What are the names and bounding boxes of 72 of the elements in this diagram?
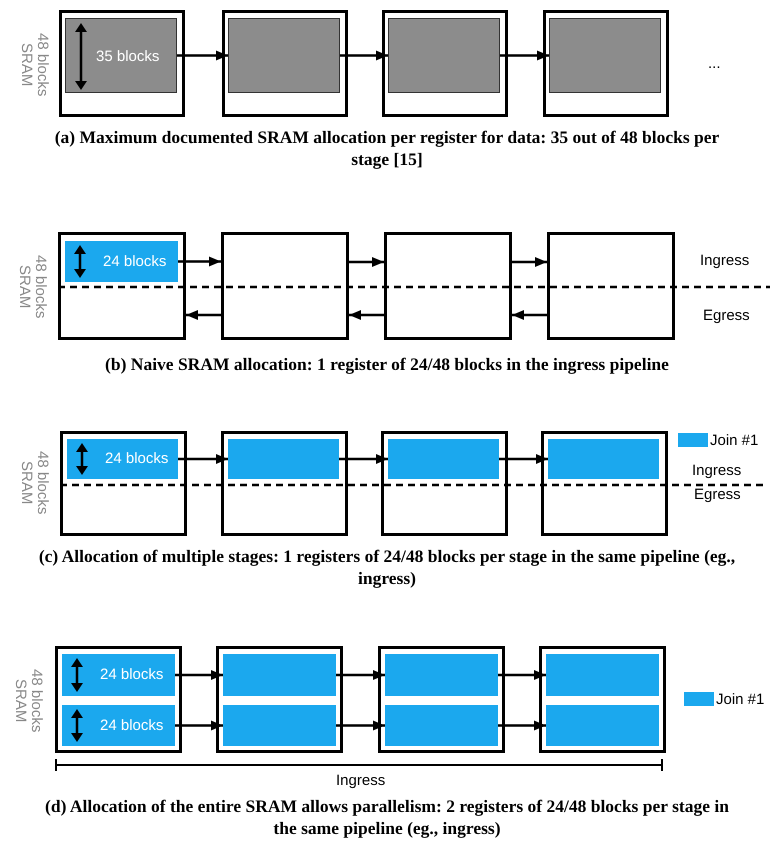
ellipsis-text: ... xyxy=(708,55,721,72)
arrow xyxy=(336,720,385,730)
memory-block xyxy=(385,654,498,696)
arrow xyxy=(186,310,221,320)
stage-box xyxy=(221,431,348,536)
stage-box xyxy=(221,232,349,340)
pipeline-label: Egress xyxy=(694,486,741,503)
arrow xyxy=(349,310,384,320)
memory-block xyxy=(62,705,175,746)
figure-caption: (b) Naive SRAM allocation: 1 register of 24/48 blocks in the ingress pipeline xyxy=(104,353,670,375)
stage-box xyxy=(55,646,182,753)
stage-box xyxy=(378,646,505,753)
arrow xyxy=(512,257,547,267)
axis-label: 48 blocks SRAM xyxy=(12,668,44,735)
arrow xyxy=(499,454,548,464)
memory-block xyxy=(65,241,178,282)
stage-box xyxy=(58,232,186,340)
arrow xyxy=(498,670,546,680)
axis-label: 48 blocks SRAM xyxy=(18,32,50,99)
memory-block xyxy=(67,439,178,479)
block-label: 24 blocks xyxy=(100,666,164,683)
arrow xyxy=(512,310,547,320)
memory-block xyxy=(65,18,177,93)
memory-block xyxy=(548,439,659,479)
memory-block xyxy=(388,439,499,479)
memory-block xyxy=(388,18,500,93)
arrow xyxy=(498,720,546,730)
stage-box xyxy=(547,232,675,340)
memory-block xyxy=(62,654,175,696)
axis-label: 48 blocks SRAM xyxy=(18,450,50,517)
axis-label: 48 blocks SRAM xyxy=(16,254,48,321)
arrow xyxy=(339,454,388,464)
pipeline-label: Egress xyxy=(703,307,750,324)
stage-box xyxy=(539,646,666,753)
legend-label: Join #1 xyxy=(716,691,764,708)
stage-box xyxy=(382,10,508,117)
arrow xyxy=(177,50,228,60)
arrow xyxy=(178,454,228,464)
arrow xyxy=(349,257,384,267)
stage-box xyxy=(59,10,185,117)
stage-box xyxy=(222,10,348,117)
memory-block xyxy=(549,18,661,93)
memory-block xyxy=(223,654,336,696)
memory-block xyxy=(546,654,659,696)
memory-block xyxy=(228,439,339,479)
stage-box xyxy=(543,10,669,117)
memory-block xyxy=(223,705,336,746)
memory-block xyxy=(385,705,498,746)
block-label: 24 blocks xyxy=(100,716,164,734)
block-label: 24 blocks xyxy=(105,450,168,467)
figure-caption: (d) Allocation of the entire SRAM allows parallelism: 2 registers of 24/48 blocks per stage in the same pipeline (eg., ingress) xyxy=(44,795,730,839)
stage-box xyxy=(384,232,512,340)
arrow xyxy=(500,50,549,60)
legend-label: Join #1 xyxy=(710,432,758,449)
arrow xyxy=(175,670,223,680)
arrow xyxy=(178,256,221,266)
figure-caption: (a) Maximum documented SRAM allocation per register for data: 35 out of 48 blocks per stage [15] xyxy=(54,126,720,170)
pipeline-label: Ingress xyxy=(336,772,386,789)
pipeline-label: Ingress xyxy=(700,252,750,269)
block-label: 24 blocks xyxy=(103,252,166,270)
stage-box xyxy=(216,646,343,753)
stage-box xyxy=(541,431,668,536)
memory-block xyxy=(228,18,340,93)
arrow xyxy=(340,50,388,60)
arrow xyxy=(336,670,385,680)
arrow xyxy=(175,720,223,730)
stage-box xyxy=(381,431,508,536)
figure-caption: (c) Allocation of multiple stages: 1 registers of 24/48 blocks per stage in the same pipeline (eg., ingress) xyxy=(38,545,736,589)
stage-box xyxy=(60,431,187,536)
block-label: 35 blocks xyxy=(96,48,160,64)
pipeline-label: Ingress xyxy=(692,462,742,479)
memory-block xyxy=(546,705,659,746)
